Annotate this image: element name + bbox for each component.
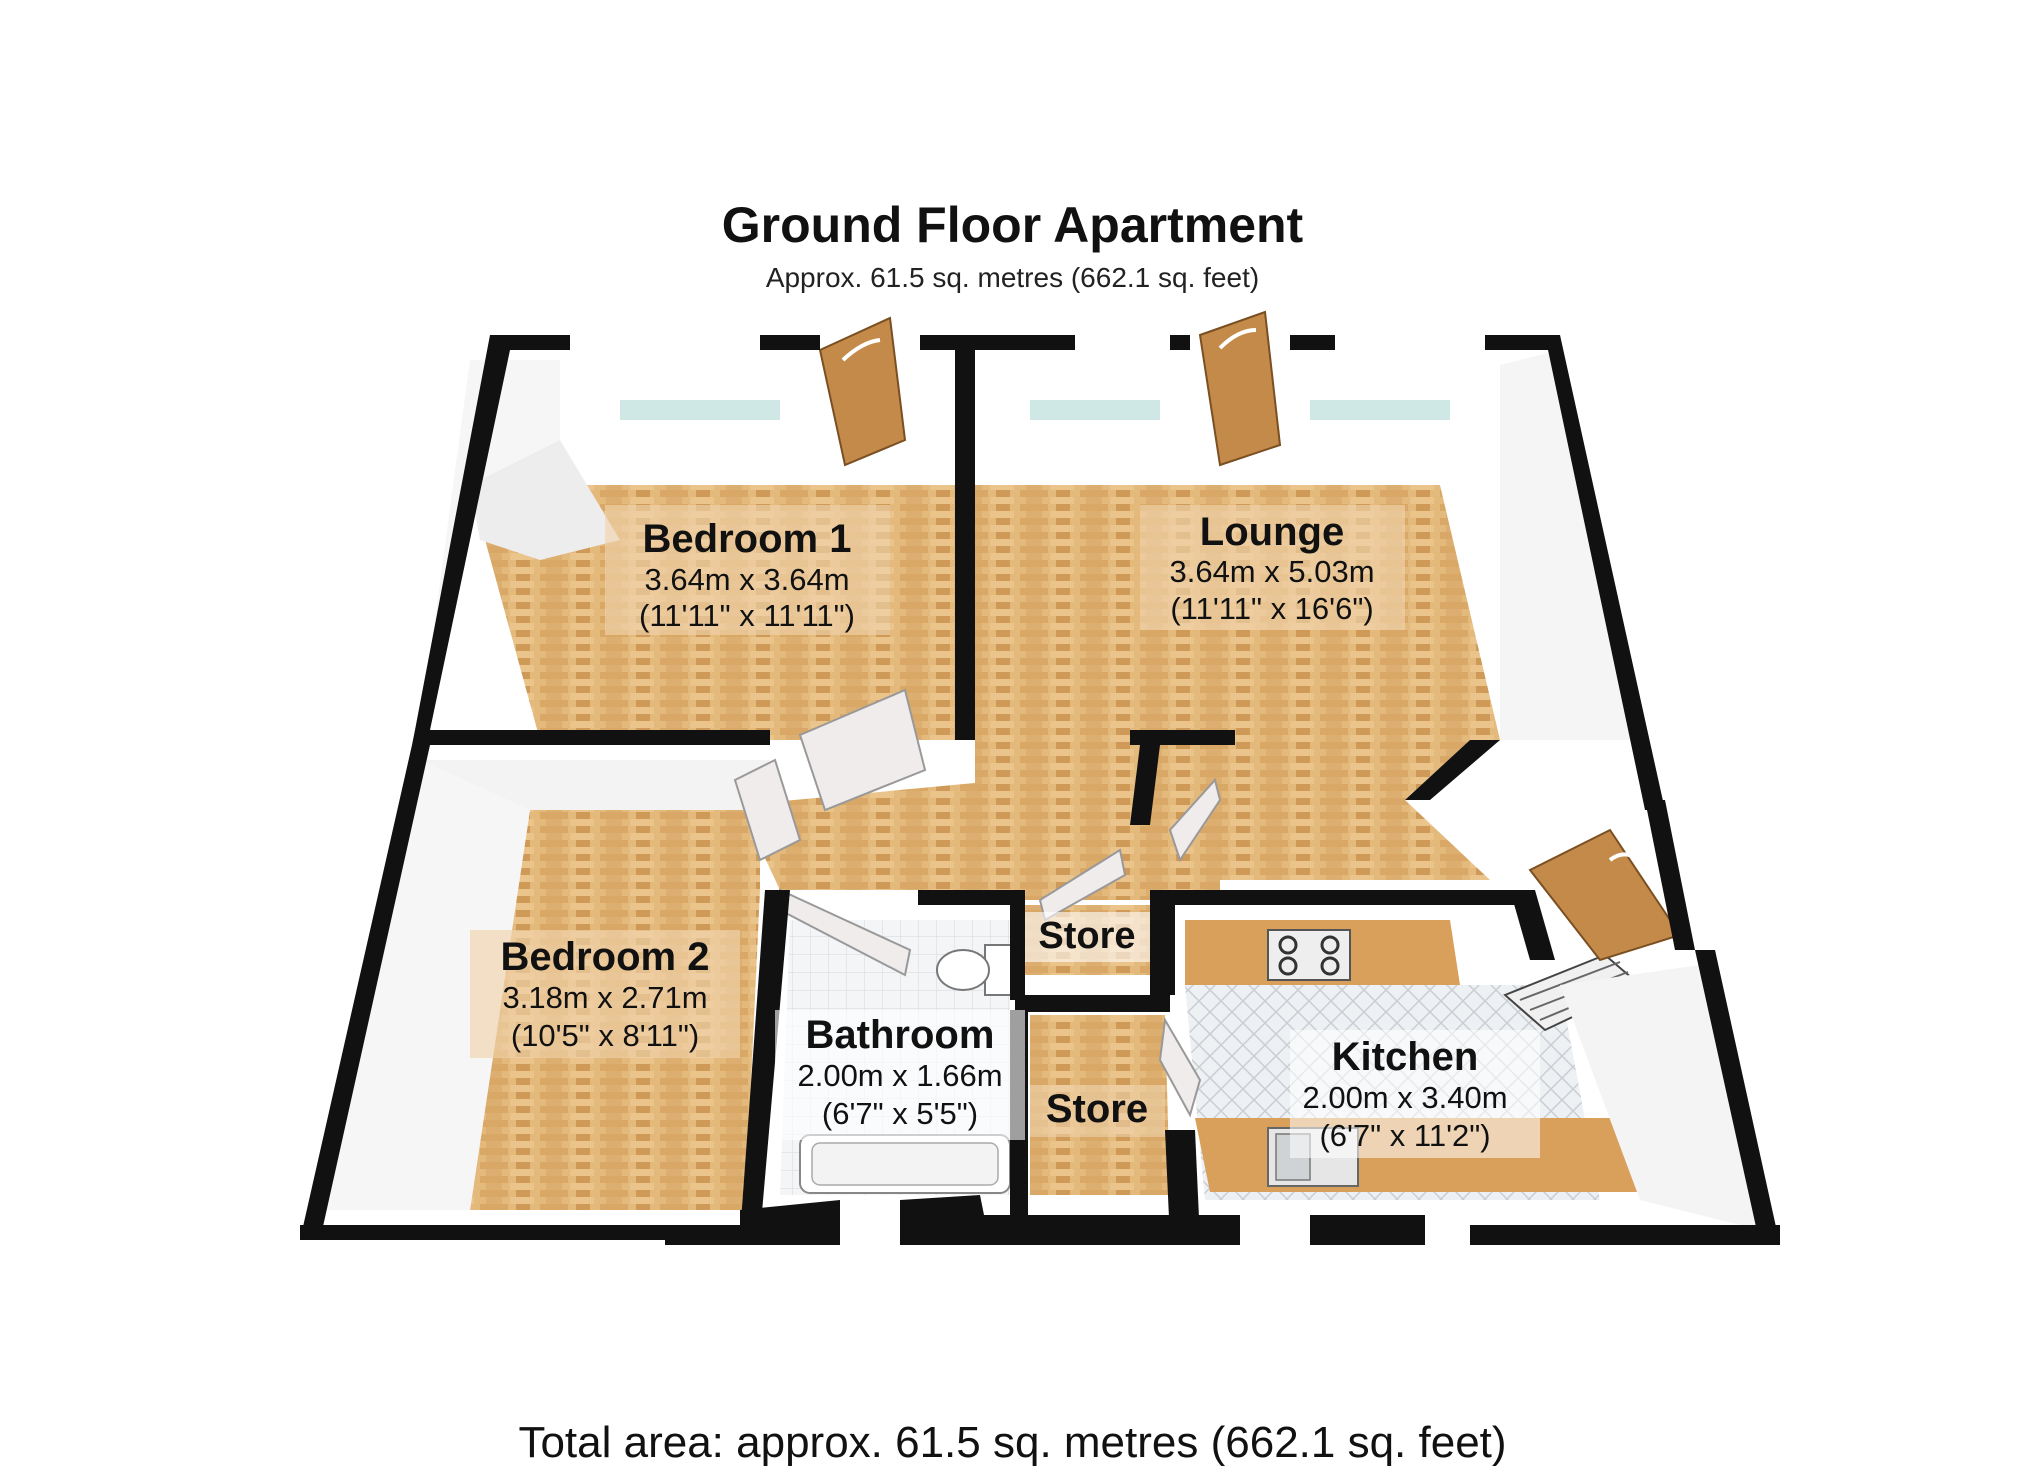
bedroom2-top-wall-face [420, 760, 770, 810]
kitchen-name: Kitchen [1332, 1035, 1479, 1079]
store-upper-name: Store [1038, 915, 1135, 957]
floorplan-subtitle: Approx. 61.5 sq. metres (662.1 sq. feet) [765, 262, 1260, 293]
bedroom2-left-wall-face [310, 760, 530, 1210]
bathroom-imperial: (6'7" x 5'5") [822, 1096, 978, 1131]
kitchen-imperial: (6'7" x 11'2") [1319, 1118, 1490, 1153]
toilet-icon [936, 944, 1012, 996]
bathtub-icon [799, 1134, 1011, 1194]
lounge-metric: 3.64m x 5.03m [1169, 554, 1374, 589]
bedroom2-internal-door [733, 758, 802, 862]
hob-icon [1267, 929, 1351, 981]
bathroom-metric: 2.00m x 1.66m [797, 1058, 1002, 1093]
bedroom1-wardrobe [470, 440, 620, 560]
bedroom1-imperial: (11'11" x 11'11") [639, 598, 855, 633]
kitchen-right-wall-face [1560, 965, 1760, 1230]
total-area: Total area: approx. 61.5 sq. metres (662… [518, 1418, 1507, 1467]
lounge-label: Lounge 3.64m x 5.03m (11'11" x 16'6") [1140, 505, 1405, 630]
bedroom1-name: Bedroom 1 [643, 517, 852, 561]
bedroom1-metric: 3.64m x 3.64m [644, 562, 849, 597]
bedroom1-window [620, 400, 780, 420]
floorplan-title: Ground Floor Apartment [721, 197, 1304, 253]
walls [300, 335, 1780, 1245]
kitchen-label: Kitchen 2.00m x 3.40m (6'7" x 11'2") [1290, 1030, 1540, 1158]
kitchen-metric: 2.00m x 3.40m [1302, 1080, 1507, 1115]
bedroom2-name: Bedroom 2 [501, 935, 710, 979]
lounge-side-door [1168, 777, 1222, 863]
lounge-window-left [1030, 400, 1160, 420]
bedroom1-internal-door [798, 688, 927, 812]
bedroom2-label: Bedroom 2 3.18m x 2.71m (10'5" x 8'11") [470, 930, 740, 1058]
bathroom-label: Bathroom 2.00m x 1.66m (6'7" x 5'5") [775, 1010, 1025, 1140]
lounge-external-door [1198, 310, 1282, 467]
lounge-window-right [1310, 400, 1450, 420]
bedroom2-metric: 3.18m x 2.71m [502, 980, 707, 1015]
bathroom-name: Bathroom [806, 1013, 995, 1057]
bedroom1-external-door [818, 316, 907, 467]
bedroom2-imperial: (10'5" x 8'11") [511, 1018, 699, 1053]
store-lower-name: Store [1046, 1087, 1148, 1131]
store-upper-label: Store [1025, 912, 1150, 962]
store-lower-door [1158, 1016, 1202, 1118]
lounge-right-wall-face [1500, 350, 1630, 740]
lounge-imperial: (11'11" x 16'6") [1170, 591, 1373, 626]
lounge-name: Lounge [1200, 510, 1344, 554]
store-lower-label: Store [1030, 1085, 1165, 1137]
bedroom1-label: Bedroom 1 3.64m x 3.64m (11'11" x 11'11"… [605, 505, 890, 635]
bedroom1-left-wall-face [420, 360, 560, 730]
